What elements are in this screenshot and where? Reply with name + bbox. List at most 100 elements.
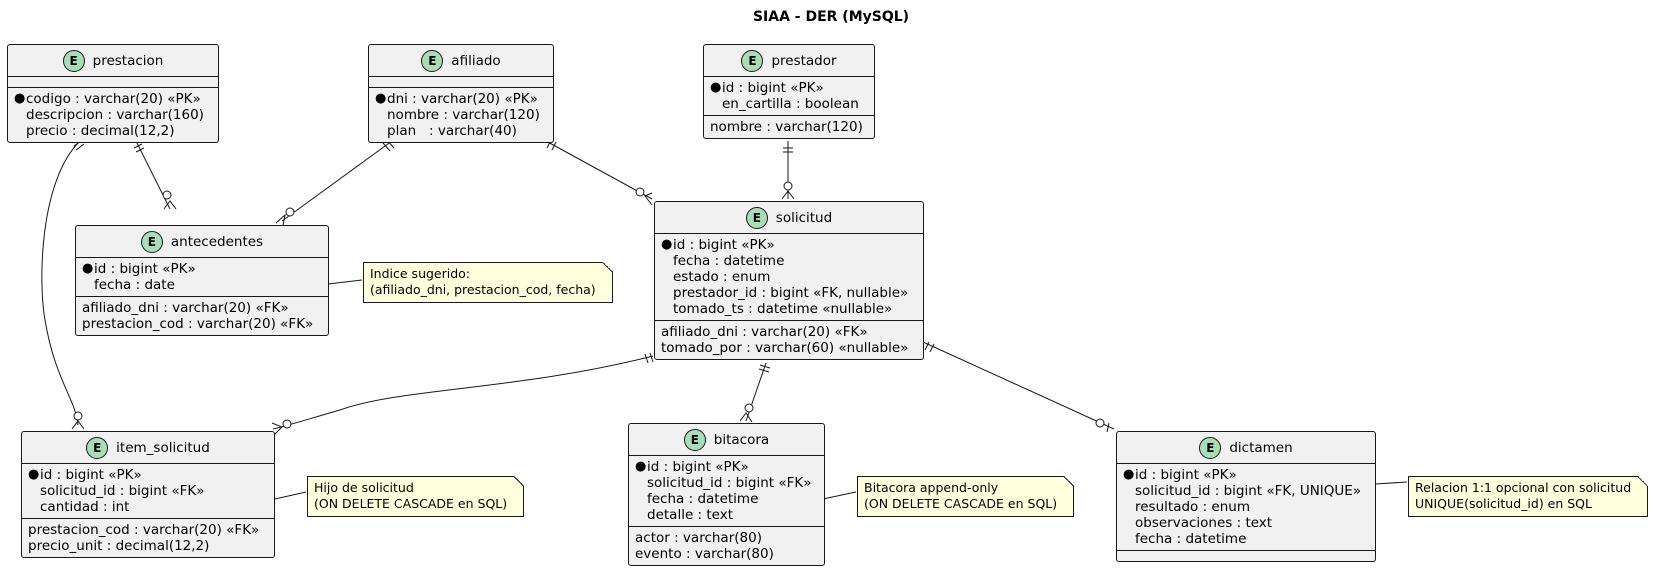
entity-attributes: ●id : bigint «PK» solicitud_id : bigint … <box>629 456 824 527</box>
entity-bitacora[interactable]: E bitacora ●id : bigint «PK» solicitud_i… <box>628 423 825 566</box>
entity-attributes: afiliado_dni : varchar(20) «FK» prestaci… <box>76 297 328 335</box>
attribute: solicitud_id : bigint «FK, UNIQUE» <box>1135 483 1362 499</box>
attribute: tomado_ts : datetime «nullable» <box>673 301 893 317</box>
cardinality-one-solicitud-bitacora <box>758 364 771 373</box>
entity-badge-icon: E <box>745 206 768 229</box>
zero-marker-bitacora-solicitud <box>744 403 754 413</box>
entity-prestacion[interactable]: E prestacion ●codigo : varchar(20) «PK» … <box>7 44 219 143</box>
attribute: nombre : varchar(120) <box>710 119 863 135</box>
entity-name: solicitud <box>775 209 833 226</box>
attribute: descripcion : varchar(160) <box>26 107 204 123</box>
key-bullet-icon: ● <box>710 80 722 95</box>
entity-item_solicitud[interactable]: E item_solicitud ●id : bigint «PK» solic… <box>21 431 275 558</box>
attribute: fecha : date <box>94 277 175 293</box>
attribute: precio : decimal(12,2) <box>26 123 175 139</box>
note-connector-bitacora <box>822 491 857 500</box>
entity-solicitud[interactable]: E solicitud ●id : bigint «PK» fecha : da… <box>654 201 924 360</box>
key-bullet-icon: ● <box>82 261 94 276</box>
cardinality-one-prestador <box>783 147 793 153</box>
zero-or-one-dictamen <box>1106 422 1110 433</box>
entity-header: E item_solicitud <box>22 432 274 464</box>
attribute: fecha : datetime <box>673 253 785 269</box>
relation-solicitud-dictamen <box>922 341 1115 430</box>
attribute: detalle : text <box>647 507 734 523</box>
key-bullet-icon: ● <box>1123 467 1135 482</box>
entity-separator <box>1117 551 1375 561</box>
note-dictamen: Relacion 1:1 opcional con solicitud UNIQ… <box>1408 476 1649 517</box>
attribute: afiliado_dni : varchar(20) «FK» <box>661 324 868 340</box>
entity-separator <box>8 77 218 88</box>
attribute: afiliado_dni : varchar(20) «FK» <box>82 300 289 316</box>
entity-badge-icon: E <box>140 230 163 253</box>
entity-name: antecedentes <box>170 233 264 250</box>
attribute: fecha : datetime <box>1135 531 1247 547</box>
entity-header: E antecedentes <box>76 226 328 258</box>
attribute: cantidad : int <box>40 499 130 515</box>
attribute: fecha : datetime <box>647 491 759 507</box>
crowsfoot-bitacora-solicitud <box>739 412 753 423</box>
entity-dictamen[interactable]: E dictamen ●id : bigint «PK» solicitud_i… <box>1116 431 1376 562</box>
attribute: id : bigint «PK» <box>94 261 196 277</box>
zero-marker-item-prestacion <box>73 411 83 421</box>
entity-header: E prestador <box>704 45 874 77</box>
zero-marker-dictamen-solicitud <box>1095 418 1105 428</box>
crowsfoot-antecedentes-afiliado <box>275 213 286 226</box>
attribute: id : bigint «PK» <box>722 80 824 96</box>
entity-separator <box>369 77 553 88</box>
entity-attributes: ●id : bigint «PK» solicitud_id : bigint … <box>1117 464 1375 551</box>
attribute: id : bigint «PK» <box>647 459 749 475</box>
relation-solicitud-item_solicitud <box>272 355 654 430</box>
attribute: id : bigint «PK» <box>673 237 775 253</box>
attribute: dni : varchar(20) «PK» <box>387 91 538 107</box>
attribute: id : bigint «PK» <box>40 467 142 483</box>
zero-marker-solicitud-afiliado <box>635 187 645 197</box>
entity-badge-icon: E <box>62 49 85 72</box>
entity-antecedentes[interactable]: E antecedentes ●id : bigint «PK» fecha :… <box>75 225 329 336</box>
cardinality-one-solicitud-dictamen <box>924 341 935 353</box>
relation-afiliado-solicitud <box>545 140 653 200</box>
attribute: prestacion_cod : varchar(20) «FK» <box>82 316 314 332</box>
entity-name: prestador <box>771 52 837 69</box>
entity-attributes: ●id : bigint «PK» fecha : datetime estad… <box>655 234 923 321</box>
note-connector-antecedentes <box>327 279 363 285</box>
zero-marker-antecedentes-prestacion <box>162 190 172 200</box>
attribute: precio_unit : decimal(12,2) <box>28 538 210 554</box>
entity-badge-icon: E <box>741 49 764 72</box>
entity-header: E afiliado <box>369 45 553 77</box>
key-bullet-icon: ● <box>14 91 26 106</box>
key-bullet-icon: ● <box>635 459 647 474</box>
zero-marker-item-solicitud <box>282 419 292 429</box>
entity-name: afiliado <box>451 52 501 69</box>
entity-header: E solicitud <box>655 202 923 234</box>
attribute: prestador_id : bigint «FK, nullable» <box>673 285 909 301</box>
attribute: codigo : varchar(20) «PK» <box>26 91 201 107</box>
entity-attributes: ●id : bigint «PK» solicitud_id : bigint … <box>22 464 274 519</box>
entity-badge-icon: E <box>86 436 109 459</box>
note-antecedentes: Indice sugerido: (afiliado_dni, prestaci… <box>363 262 613 303</box>
note-connector-item_solicitud <box>274 491 307 500</box>
entity-attributes: prestacion_cod : varchar(20) «FK» precio… <box>22 519 274 557</box>
key-bullet-icon: ● <box>28 467 40 482</box>
entity-name: dictamen <box>1229 439 1293 456</box>
crowsfoot-solicitud-afiliado <box>644 192 653 206</box>
entity-attributes: afiliado_dni : varchar(20) «FK» tomado_p… <box>655 321 923 359</box>
attribute: actor : varchar(80) <box>635 530 762 546</box>
entity-name: bitacora <box>713 431 770 448</box>
entity-afiliado[interactable]: E afiliado ●dni : varchar(20) «PK» nombr… <box>368 44 554 143</box>
attribute: resultado : enum <box>1135 499 1250 515</box>
attribute: solicitud_id : bigint «FK» <box>647 475 812 491</box>
attribute: prestacion_cod : varchar(20) «FK» <box>28 522 260 538</box>
entity-attributes: ●dni : varchar(20) «PK» nombre : varchar… <box>369 88 553 142</box>
entity-prestador[interactable]: E prestador ●id : bigint «PK» en_cartill… <box>703 44 875 139</box>
attribute: observaciones : text <box>1135 515 1273 531</box>
note-connector-dictamen <box>1374 481 1408 485</box>
entity-name: item_solicitud <box>116 439 210 456</box>
note-item_solicitud: Hijo de solicitud (ON DELETE CASCADE en … <box>307 476 525 517</box>
zero-marker-solicitud-prestador <box>783 181 793 191</box>
cardinality-one-solicitud-item <box>644 352 654 364</box>
entity-header: E dictamen <box>1117 432 1375 464</box>
relation-prestacion-item_solicitud <box>41 140 81 426</box>
entity-attributes: ●id : bigint «PK» fecha : date <box>76 258 328 297</box>
entity-attributes: actor : varchar(80) evento : varchar(80) <box>629 527 824 565</box>
